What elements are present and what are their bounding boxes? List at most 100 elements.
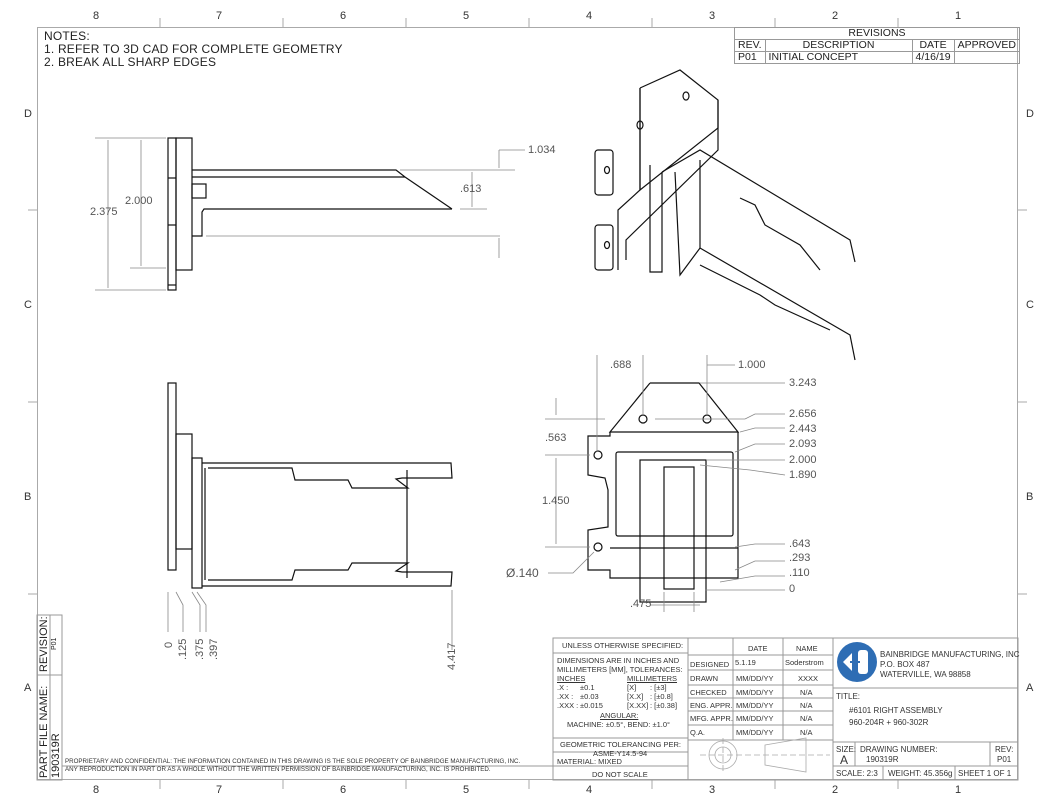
- dim-643: .643: [789, 538, 811, 550]
- company-address-2: WATERVILLE, WA 98858: [880, 670, 971, 679]
- title-line-2: 960-204R + 960-302R: [849, 718, 929, 727]
- tol-x: .X :: [557, 683, 569, 692]
- approval-date: MM/DD/YY: [736, 714, 774, 723]
- zone-col-1-bottom: 1: [954, 784, 962, 796]
- tol-xx: .XX :: [557, 692, 574, 701]
- approval-role: DRAWN: [690, 674, 719, 683]
- zone-row-b: B: [24, 491, 32, 503]
- zone-col-6: 6: [339, 10, 347, 22]
- approval-role: Q.A.: [690, 728, 706, 737]
- approval-date: 5.1.19: [735, 658, 756, 667]
- rev-label: REV:: [995, 745, 1014, 754]
- part-file-name-value: 190319R: [50, 733, 62, 778]
- tol-xx-value: ±0.03: [580, 692, 599, 701]
- approval-role: DESIGNED: [690, 660, 730, 669]
- angular-values: MACHINE: ±0.5°, BEND: ±1.0°: [567, 720, 671, 729]
- company-address-1: P.O. BOX 487: [880, 660, 930, 669]
- zone-col-8: 8: [92, 10, 100, 22]
- zone-col-3: 3: [708, 10, 716, 22]
- dim-2375: 2.375: [90, 206, 118, 218]
- rev-header-rev: REV.: [734, 39, 766, 52]
- zone-row-a: A: [24, 682, 32, 694]
- scale: SCALE: 2:3: [836, 769, 878, 778]
- approval-date: MM/DD/YY: [736, 688, 774, 697]
- tolerance-header: UNLESS OTHERWISE SPECIFIED:: [562, 641, 684, 650]
- tolerance-line-1: DIMENSIONS ARE IN INCHES AND: [557, 656, 680, 665]
- proprietary-line-1: PROPRIETARY AND CONFIDENTIAL: THE INFORM…: [65, 758, 521, 765]
- zone-col-7: 7: [215, 10, 223, 22]
- title-line-1: #6101 RIGHT ASSEMBLY: [849, 706, 943, 715]
- drawing-frame: [37, 27, 1018, 780]
- zone-col-4: 4: [585, 10, 593, 22]
- proprietary-line-2: ANY REPRODUCTION IN PART OR AS A WHOLE W…: [65, 766, 491, 773]
- dim-375: .375: [194, 638, 206, 660]
- dim-0-front: 0: [789, 583, 796, 595]
- front-view-dims: [545, 355, 786, 612]
- company-logo: [837, 642, 877, 682]
- tol-x-value: ±0.1: [580, 683, 595, 692]
- tol-xxx-value: ±0.015: [580, 701, 603, 710]
- dim-2656: 2.656: [789, 408, 817, 420]
- dim-293: .293: [789, 552, 811, 564]
- size-value: A: [840, 753, 849, 767]
- rev-cell: P01: [734, 51, 766, 64]
- proprietary-notice: PROPRIETARY AND CONFIDENTIAL: THE INFORM…: [65, 758, 520, 774]
- company-name: BAINBRIDGE MANUFACTURING, INC: [880, 650, 1020, 659]
- dim-397: .397: [208, 638, 220, 660]
- revision-label: REVISION:: [38, 616, 50, 672]
- dim-3243: 3.243: [789, 377, 817, 389]
- zone-row-b-right: B: [1026, 491, 1034, 503]
- approval-role: ENG. APPR.: [690, 701, 733, 710]
- side-view-dims: [95, 137, 525, 291]
- approval-name: XXXX: [798, 674, 819, 683]
- dim-1000: 1.000: [738, 359, 766, 371]
- approval-name: N/A: [800, 728, 813, 737]
- dim-2093: 2.093: [789, 438, 817, 450]
- rev-date-cell: 4/16/19: [911, 51, 955, 64]
- tol-mm-xxx: [X.XX]: [627, 701, 649, 710]
- top-view: [167, 382, 453, 589]
- dim-1890: 1.890: [789, 469, 817, 481]
- zone-col-2-bottom: 2: [831, 784, 839, 796]
- part-file-name-label: PART FILE NAME:: [38, 685, 50, 778]
- zone-col-1: 1: [954, 10, 962, 22]
- material: MATERIAL: MIXED: [557, 757, 622, 766]
- dim-hole-diameter: Ø.140: [506, 566, 539, 580]
- note-1: 1. REFER TO 3D CAD FOR COMPLETE GEOMETRY: [44, 42, 343, 56]
- approval-name: N/A: [800, 701, 813, 710]
- approval-date: MM/DD/YY: [736, 728, 774, 737]
- tol-xxx: .XXX :: [557, 701, 579, 710]
- drawing-number-label: DRAWING NUMBER:: [860, 745, 938, 754]
- dim-1450: 1.450: [542, 495, 570, 507]
- side-view: [167, 137, 500, 291]
- geometric-standard: ASME-Y14.5-94: [593, 749, 648, 758]
- geometric-tolerancing: GEOMETRIC TOLERANCING PER:: [560, 740, 681, 749]
- tol-mm-xx: [X.X]: [627, 692, 644, 701]
- zone-row-d: D: [24, 108, 32, 120]
- zone-row-d-right: D: [1026, 108, 1034, 120]
- zone-row-a-right: A: [1026, 682, 1034, 694]
- notes-block: NOTES: 1. REFER TO 3D CAD FOR COMPLETE G…: [44, 30, 343, 69]
- zone-col-7-bottom: 7: [215, 784, 223, 796]
- inches-label: INCHES: [557, 674, 586, 683]
- revisions-title: REVISIONS: [734, 27, 1020, 40]
- top-view-dims: [167, 590, 453, 650]
- dim-2443: 2.443: [789, 423, 817, 435]
- dim-563: .563: [545, 432, 567, 444]
- zone-row-c: C: [24, 299, 32, 311]
- approval-date: MM/DD/YY: [736, 674, 774, 683]
- zone-col-4-bottom: 4: [585, 784, 593, 796]
- approval-date: MM/DD/YY: [736, 701, 774, 710]
- do-not-scale: DO NOT SCALE: [592, 770, 648, 779]
- approval-name: Soderstrom: [785, 658, 824, 667]
- approvals-header-date: DATE: [748, 644, 768, 653]
- dim-110: .110: [789, 567, 810, 579]
- dim-688: .688: [610, 359, 632, 371]
- dim-4417: 4.417: [446, 642, 458, 670]
- note-2: 2. BREAK ALL SHARP EDGES: [44, 55, 217, 69]
- zone-col-8-bottom: 8: [92, 784, 100, 796]
- weight: WEIGHT: 45.356g: [888, 769, 953, 778]
- angular-label: ANGULAR:: [600, 711, 639, 720]
- approval-name: N/A: [800, 688, 813, 697]
- dim-1034: 1.034: [528, 144, 556, 156]
